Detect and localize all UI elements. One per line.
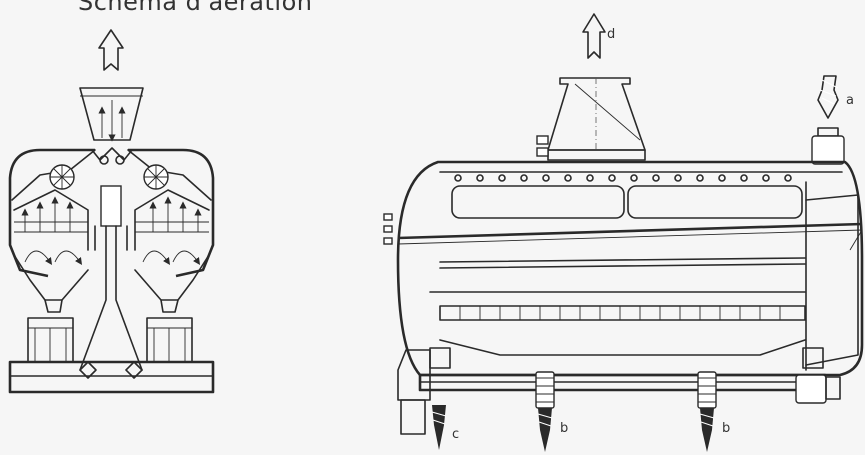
cross-section-view <box>8 29 215 394</box>
label-a: a <box>846 93 854 108</box>
discharge-arrow-b1-icon <box>537 408 553 452</box>
side-view: d a <box>383 13 864 452</box>
outlet-arrow-up-icon <box>98 29 124 71</box>
label-b1: b <box>560 421 568 436</box>
fan-right-icon <box>143 164 169 190</box>
bolt-row <box>454 174 792 182</box>
discharge-arrow-c-icon <box>431 405 447 450</box>
perforated-rail <box>439 305 806 321</box>
diagram-title: Schéma d'aération <box>78 0 313 16</box>
label-c: c <box>452 427 459 442</box>
fan-left-icon <box>49 164 75 190</box>
discharge-arrow-b2-icon <box>699 408 715 452</box>
label-d: d <box>607 27 615 42</box>
inlet-arrow-a-icon <box>817 75 839 119</box>
outlet-arrow-d-icon <box>582 13 606 59</box>
label-b2: b <box>722 421 730 436</box>
